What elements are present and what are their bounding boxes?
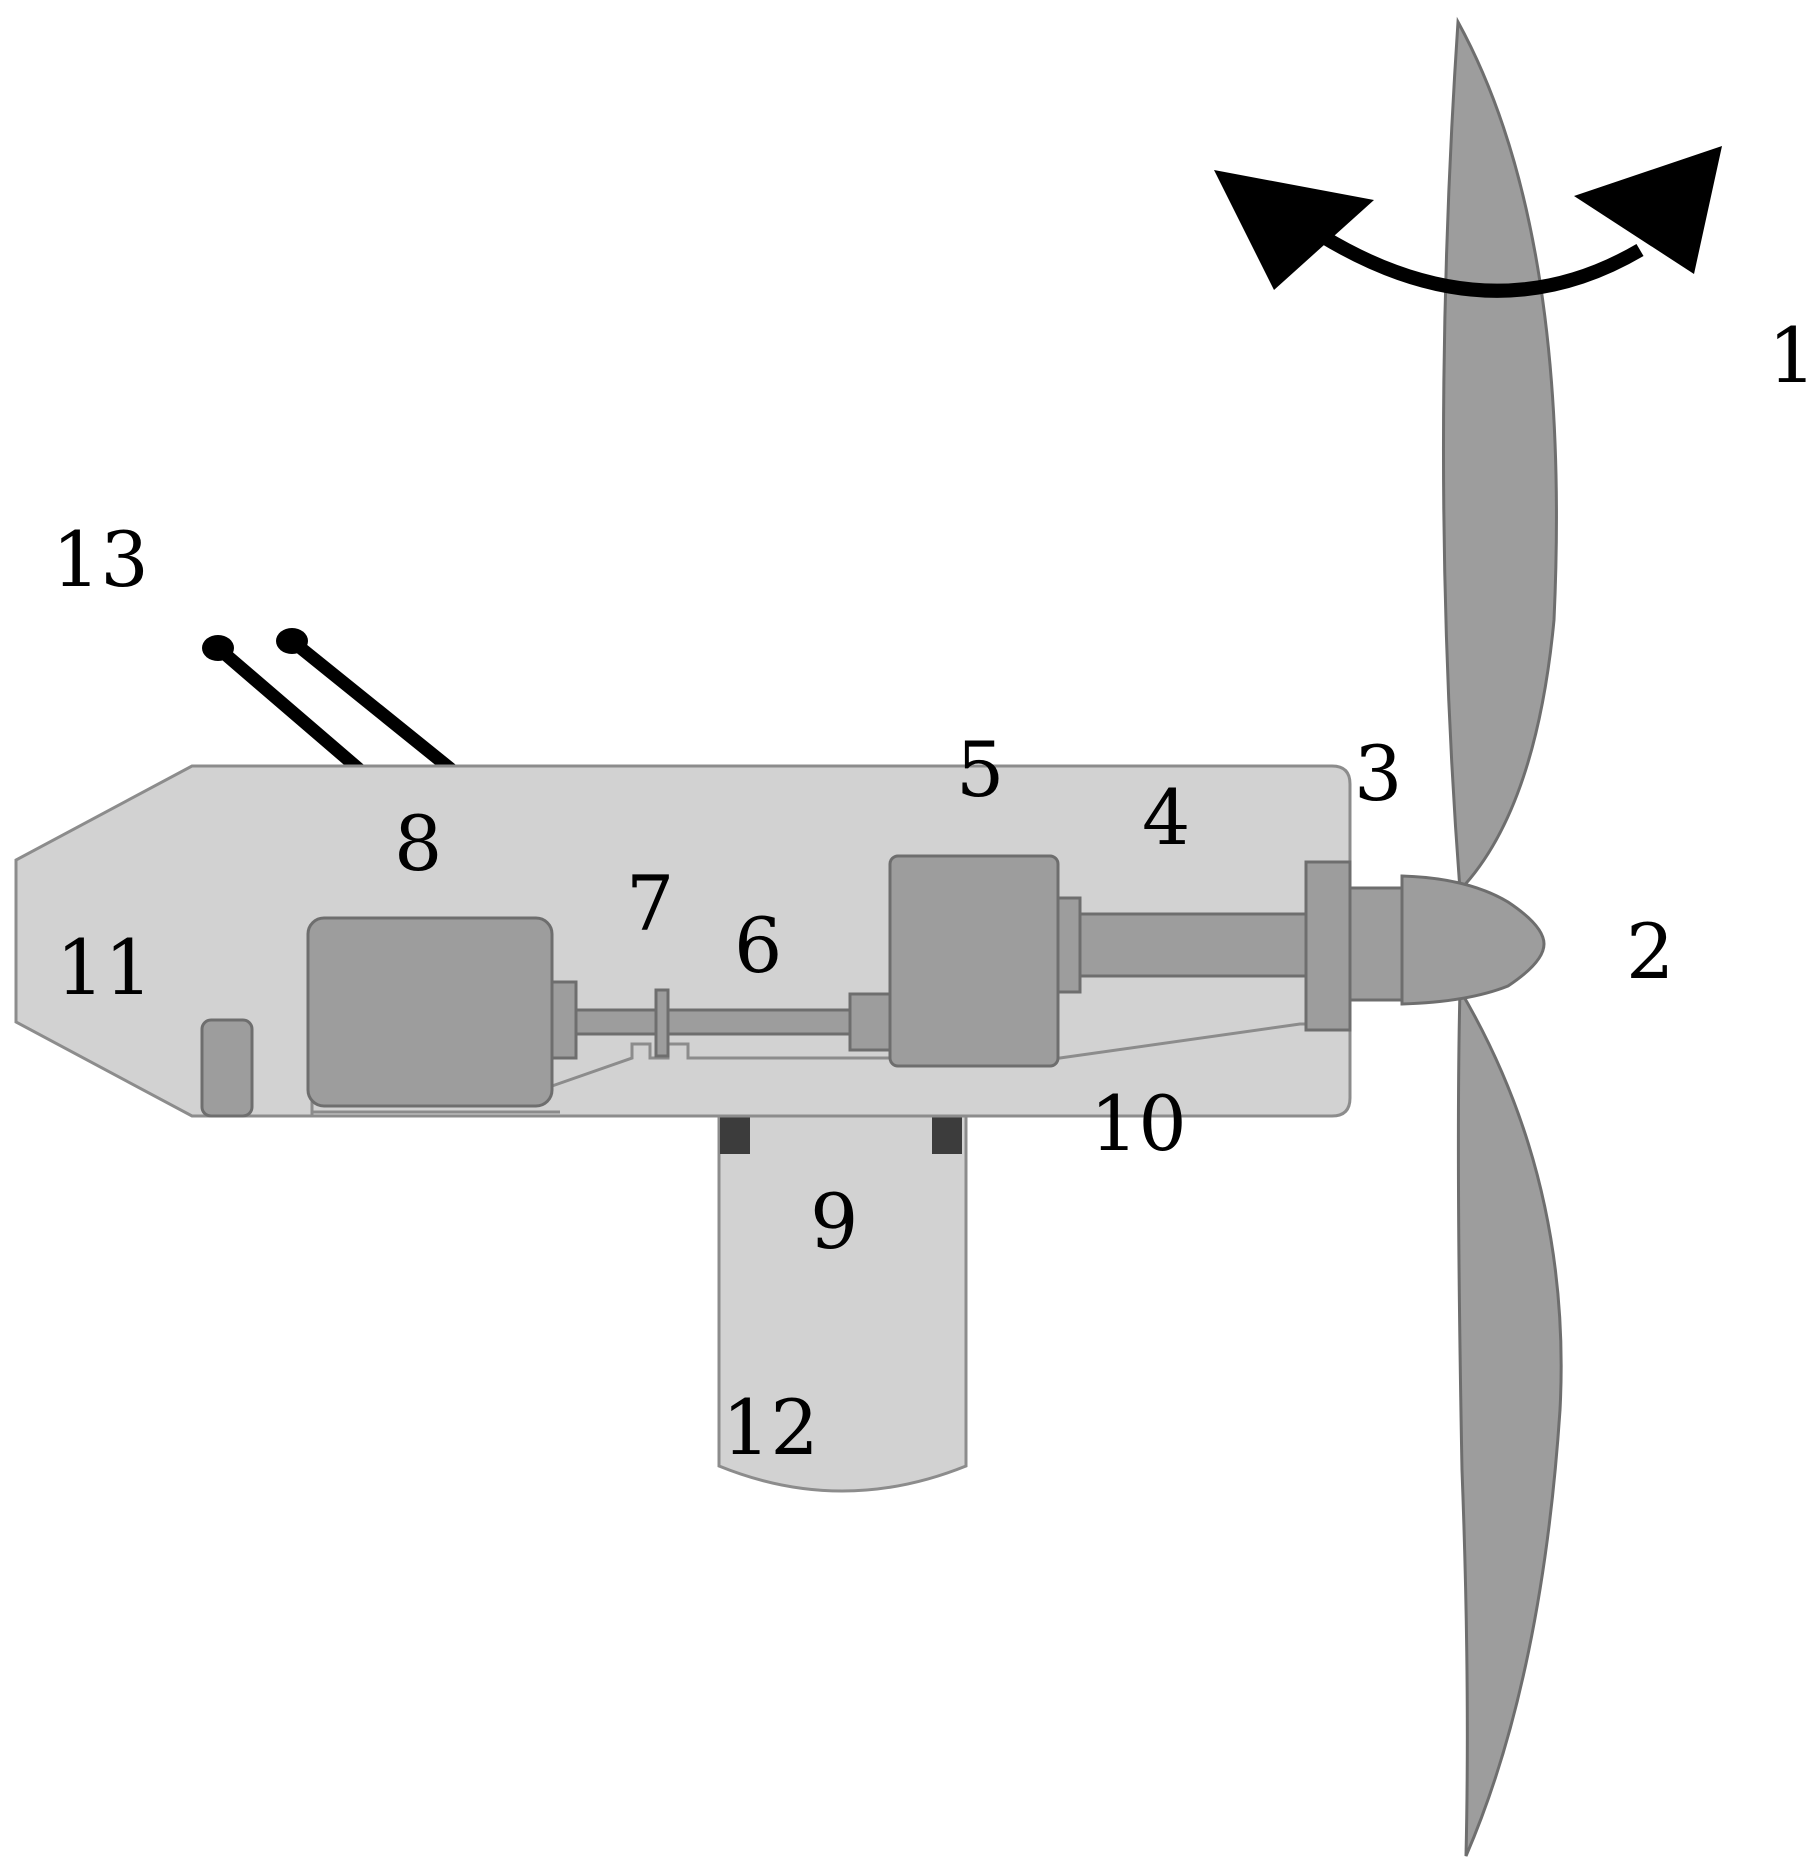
gearbox-input-flange bbox=[1056, 896, 1082, 994]
hub-connector bbox=[1348, 886, 1404, 1002]
label-1: 1 bbox=[1768, 311, 1816, 400]
high-speed-shaft bbox=[574, 1008, 852, 1036]
label-4: 4 bbox=[1142, 773, 1190, 862]
rotation-arrow-icon bbox=[1214, 146, 1722, 298]
tower bbox=[717, 1108, 968, 1493]
rotor-blade-lower bbox=[1456, 984, 1563, 1857]
label-3: 3 bbox=[1354, 729, 1402, 818]
label-2: 2 bbox=[1626, 907, 1674, 996]
label-11: 11 bbox=[56, 923, 153, 1012]
gearbox bbox=[888, 854, 1060, 1068]
label-7: 7 bbox=[626, 859, 674, 948]
label-10: 10 bbox=[1090, 1079, 1187, 1168]
rotor-hub-spinner bbox=[1400, 874, 1546, 1006]
generator bbox=[306, 916, 554, 1108]
generator-shaft-flange bbox=[550, 980, 578, 1060]
yaw-pad-left bbox=[720, 1112, 750, 1154]
rotor-blade-upper bbox=[1442, 16, 1558, 894]
label-9: 9 bbox=[810, 1177, 858, 1266]
gearbox-output-flange bbox=[848, 992, 892, 1052]
label-13: 13 bbox=[52, 515, 149, 604]
label-5: 5 bbox=[956, 725, 1004, 814]
label-6: 6 bbox=[734, 901, 782, 990]
controller-cabinet bbox=[200, 1018, 254, 1118]
label-8: 8 bbox=[394, 799, 442, 888]
main-bearing bbox=[1304, 860, 1352, 1032]
yaw-pad-right bbox=[932, 1112, 962, 1154]
low-speed-shaft bbox=[1078, 912, 1308, 978]
antenna-icon bbox=[202, 628, 459, 777]
brake-disc bbox=[654, 988, 670, 1058]
label-12: 12 bbox=[722, 1383, 819, 1472]
